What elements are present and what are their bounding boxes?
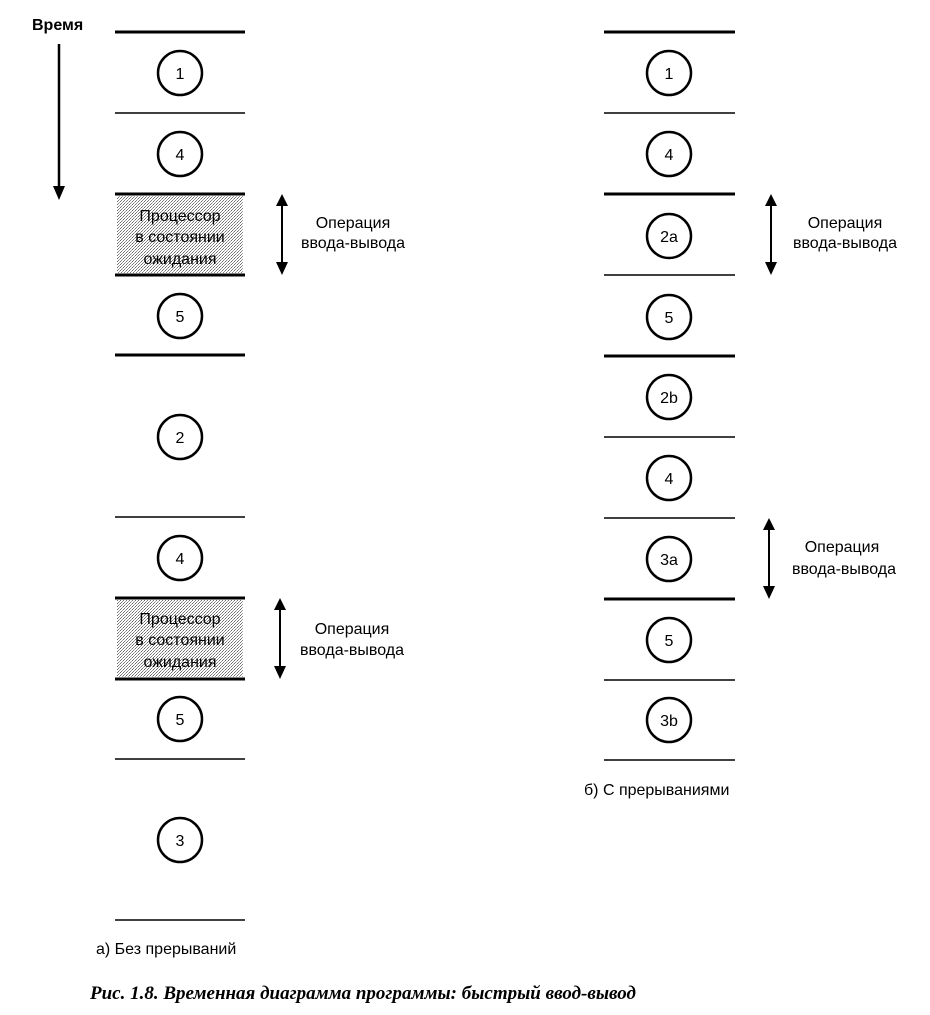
left-step-2: 2 bbox=[156, 413, 204, 461]
io-label-line-1: Операция bbox=[316, 215, 391, 232]
left-step-5: 5 bbox=[156, 292, 204, 340]
step-circle bbox=[645, 454, 693, 502]
step-circle bbox=[156, 695, 204, 743]
time-arrow-head bbox=[53, 186, 65, 200]
left-io-annotation-2: Операция ввода-вывода bbox=[274, 598, 404, 679]
left-wait-block-1: Процессор в состоянии ожидания bbox=[117, 196, 243, 273]
io-label-line-1: Операция bbox=[315, 621, 390, 638]
step-label: 3a bbox=[660, 552, 678, 569]
step-circle bbox=[645, 616, 693, 664]
time-axis: Время bbox=[32, 17, 83, 200]
io-label-line-1: Операция bbox=[808, 215, 883, 232]
right-column: 1 4 2a 5 2b 4 3a 5 bbox=[584, 30, 897, 799]
io-arrow-head-up bbox=[276, 194, 288, 206]
right-step-3b: 3b bbox=[645, 696, 693, 744]
io-arrow-head-down bbox=[276, 262, 288, 275]
step-label: 3 bbox=[176, 833, 185, 850]
step-label: 5 bbox=[665, 633, 674, 650]
right-step-4: 4 bbox=[645, 130, 693, 178]
right-step-5b: 5 bbox=[645, 616, 693, 664]
left-step-4: 4 bbox=[156, 130, 204, 178]
step-circle bbox=[645, 535, 693, 583]
right-io-annotation-2: Операция ввода-вывода bbox=[763, 518, 896, 599]
io-arrow-head-down bbox=[765, 262, 777, 275]
step-circle bbox=[156, 49, 204, 97]
io-label-line-2: ввода-вывода bbox=[792, 561, 896, 578]
figure-caption: Рис. 1.8. Временная диаграмма программы:… bbox=[89, 983, 636, 1004]
left-column: 1 4 Процессор в состоянии ожидания 5 2 4… bbox=[96, 30, 405, 958]
step-circle bbox=[156, 413, 204, 461]
left-separators bbox=[115, 30, 245, 921]
step-circle bbox=[645, 373, 693, 421]
io-label-line-1: Операция bbox=[805, 539, 880, 556]
step-circle bbox=[156, 816, 204, 864]
left-io-annotation-1: Операция ввода-вывода bbox=[276, 194, 405, 275]
step-label: 4 bbox=[176, 147, 185, 164]
step-circle bbox=[156, 292, 204, 340]
step-label: 1 bbox=[665, 66, 674, 83]
step-circle bbox=[645, 49, 693, 97]
io-label-line-2: ввода-вывода bbox=[301, 235, 405, 252]
step-label: 4 bbox=[665, 147, 674, 164]
io-arrow-head-up bbox=[274, 598, 286, 610]
wait-label-line-2: в состоянии bbox=[135, 229, 224, 246]
step-label: 1 bbox=[176, 66, 185, 83]
step-label: 2a bbox=[660, 229, 678, 246]
right-io-annotation-1: Операция ввода-вывода bbox=[765, 194, 897, 275]
left-step-3: 3 bbox=[156, 816, 204, 864]
left-step-1: 1 bbox=[156, 49, 204, 97]
step-circle bbox=[645, 696, 693, 744]
step-circle bbox=[645, 130, 693, 178]
step-circle bbox=[156, 130, 204, 178]
left-step-5b: 5 bbox=[156, 695, 204, 743]
right-column-caption: б) С прерываниями bbox=[584, 782, 729, 799]
right-step-4b: 4 bbox=[645, 454, 693, 502]
left-wait-block-2: Процессор в состоянии ожидания bbox=[117, 600, 243, 677]
right-step-2b: 2b bbox=[645, 373, 693, 421]
right-step-5: 5 bbox=[645, 293, 693, 341]
wait-shading bbox=[117, 600, 243, 677]
step-label: 4 bbox=[665, 471, 674, 488]
step-label: 5 bbox=[176, 712, 185, 729]
io-label-line-2: ввода-вывода bbox=[793, 235, 897, 252]
io-arrow-head-up bbox=[763, 518, 775, 530]
step-label: 4 bbox=[176, 551, 185, 568]
io-arrow-head-down bbox=[763, 586, 775, 599]
left-step-4b: 4 bbox=[156, 534, 204, 582]
right-separators bbox=[604, 30, 735, 761]
io-label-line-2: ввода-вывода bbox=[300, 642, 404, 659]
wait-label-line-3: ожидания bbox=[143, 654, 216, 671]
step-label: 3b bbox=[660, 713, 678, 730]
io-arrow-head-up bbox=[765, 194, 777, 206]
right-step-1: 1 bbox=[645, 49, 693, 97]
io-arrow-head-down bbox=[274, 666, 286, 679]
wait-label-line-2: в состоянии bbox=[135, 632, 224, 649]
wait-label-line-1: Процессор bbox=[139, 208, 220, 225]
step-label: 2 bbox=[176, 430, 185, 447]
step-circle bbox=[645, 293, 693, 341]
step-label: 5 bbox=[176, 309, 185, 326]
step-circle bbox=[156, 534, 204, 582]
right-step-2a: 2a bbox=[645, 212, 693, 260]
wait-label-line-3: ожидания bbox=[143, 251, 216, 268]
step-label: 5 bbox=[665, 310, 674, 327]
time-label: Время bbox=[32, 17, 83, 34]
left-column-caption: а) Без прерываний bbox=[96, 941, 236, 958]
wait-shading bbox=[117, 196, 243, 273]
step-circle bbox=[645, 212, 693, 260]
wait-label-line-1: Процессор bbox=[139, 611, 220, 628]
step-label: 2b bbox=[660, 390, 678, 407]
right-step-3a: 3a bbox=[645, 535, 693, 583]
